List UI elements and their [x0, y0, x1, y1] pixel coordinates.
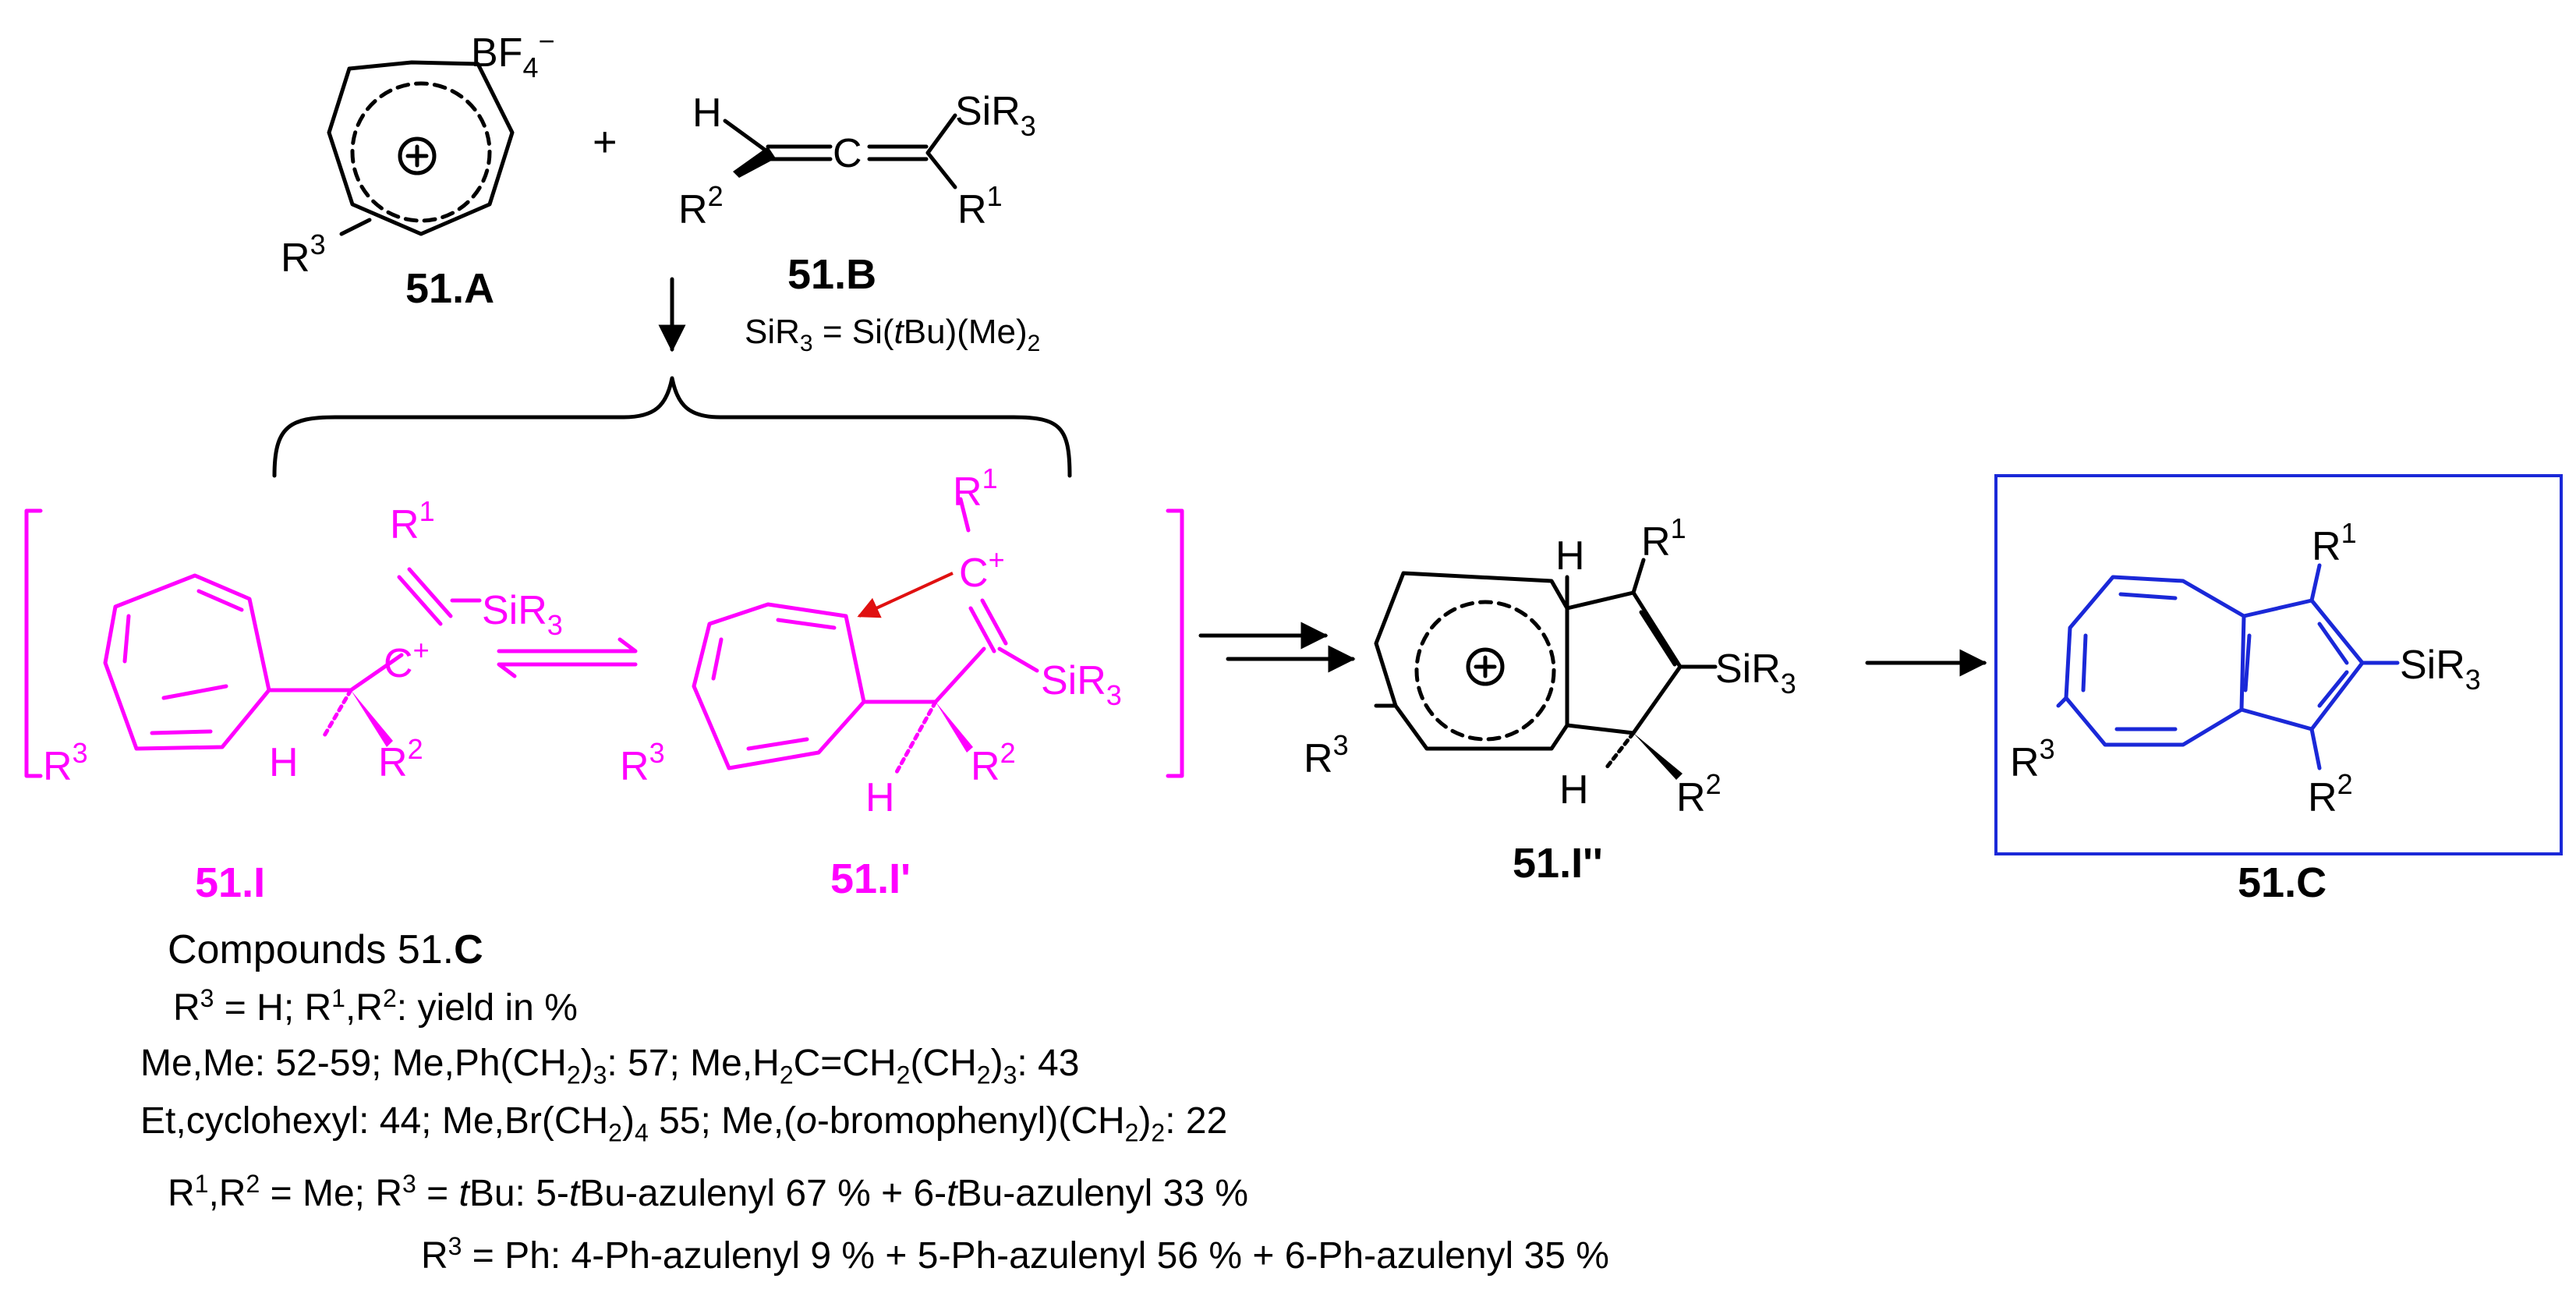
compound-label-51I: 51.I	[195, 859, 265, 906]
h-label-Ip: H	[865, 775, 895, 820]
r1-label-I: R1	[390, 495, 435, 547]
allene-sir3: SiR3	[955, 89, 1036, 142]
compound-label-51A: 51.A	[405, 265, 494, 312]
r3-label-Ip: R3	[620, 737, 665, 789]
sir3-label-Ipp: SiR3	[1715, 646, 1796, 700]
r2-label-C: R2	[2308, 768, 2353, 820]
r1-label-C: R1	[2312, 517, 2357, 569]
r1-label-Ip: R1	[953, 462, 998, 515]
r2-label-Ipp: R2	[1676, 768, 1721, 820]
r1-label-Ipp: R1	[1641, 512, 1686, 565]
h-label-Ipp-bottom: H	[1559, 767, 1589, 813]
product-51C: R1 SiR3 R3 R2 51.C	[1994, 474, 2563, 906]
left-bracket	[24, 508, 43, 778]
h-label-Ipp-top: H	[1555, 533, 1585, 579]
r3-label-C: R3	[2010, 733, 2055, 785]
product-box	[1994, 474, 2563, 855]
sir3-label-I: SiR3	[482, 588, 563, 641]
allene-H: H	[692, 90, 722, 136]
sir3-label-Ip: SiR3	[1041, 658, 1122, 711]
r3-label-A: R3	[281, 228, 326, 281]
compound-label-51Ip: 51.I'	[830, 855, 911, 902]
tropylium-51A: BF4− R3 51.A	[281, 25, 555, 312]
allene-C: C	[833, 131, 862, 176]
intermediate-51I: R1 SiR3 C+ R3 H R2 51.I	[43, 495, 563, 906]
sir3-label-C: SiR3	[2400, 643, 2481, 696]
h-label-I: H	[269, 740, 299, 785]
compound-label-51Ipp: 51.I''	[1513, 840, 1603, 887]
cation-label-I: C+	[384, 634, 430, 686]
allene-r1: R1	[957, 180, 1003, 232]
plus-sign: +	[593, 119, 617, 165]
sir3-definition: SiR3 = Si(tBu)(Me)2	[745, 313, 1040, 356]
equilibrium-arrows	[497, 637, 638, 678]
r2-label-Ip: R2	[971, 737, 1016, 789]
r2-label-I: R2	[378, 733, 423, 785]
cation-label-Ip: C+	[959, 544, 1005, 596]
r3-label-I: R3	[43, 737, 88, 789]
r3-label-Ipp: R3	[1304, 729, 1349, 781]
allene-r2: R2	[678, 180, 724, 232]
compound-label-51B: 51.B	[787, 251, 876, 298]
compound-label-51C: 51.C	[2238, 859, 2327, 906]
intermediate-51Ipp: H R1 SiR3 R3 H R2 51.I''	[1304, 512, 1796, 887]
allene-51B: H C SiR3 R2 R1 51.B SiR3 = Si(tBu)(Me)2	[678, 89, 1040, 356]
bf4-counterion: BF4−	[471, 25, 555, 83]
double-arrow	[1198, 622, 1356, 673]
curly-brace	[272, 376, 1072, 478]
intermediate-51Ip: R1 C+ SiR3 R3 H R2 51.I'	[620, 462, 1122, 902]
right-bracket	[1166, 508, 1184, 778]
